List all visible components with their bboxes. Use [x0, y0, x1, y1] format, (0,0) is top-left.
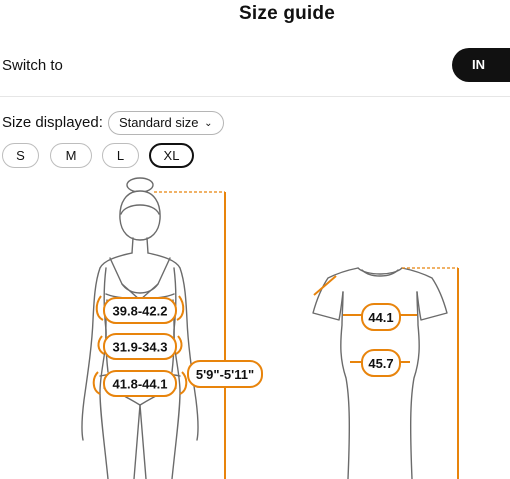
- bust-measurement-pill: 39.8-42.2: [103, 297, 177, 324]
- waist-value: 31.9-34.3: [113, 340, 168, 355]
- hip-value: 41.8-44.1: [113, 377, 168, 392]
- bust-line-right: [176, 295, 185, 321]
- bust-value: 39.8-42.2: [113, 304, 168, 319]
- chest-value: 44.1: [368, 310, 393, 325]
- size-chip-l[interactable]: L: [102, 143, 139, 168]
- chest-measurement-pill: 44.1: [361, 303, 401, 331]
- hip-line-left: [92, 371, 101, 395]
- size-chip-m[interactable]: M: [50, 143, 92, 168]
- bust-line-left: [95, 295, 104, 321]
- size-chip-xl[interactable]: XL: [149, 143, 194, 168]
- size-standard-value: Standard size: [119, 115, 199, 130]
- waist-line-right: [175, 335, 183, 355]
- sleeve-line: [313, 275, 337, 296]
- body-figure: [81, 177, 199, 479]
- unit-toggle-button[interactable]: IN: [452, 48, 510, 82]
- divider: [0, 96, 510, 97]
- height-measurement-pill: 5'9"-5'11": [187, 360, 263, 388]
- page-title: Size guide: [239, 3, 335, 24]
- hip-line-right: [179, 371, 188, 395]
- switch-unit-label: Switch to: [2, 57, 63, 74]
- dress-waist-measurement-pill: 45.7: [361, 349, 401, 377]
- height-indicator: [154, 191, 226, 479]
- body-measure-lines: [92, 295, 188, 395]
- height-value: 5'9"-5'11": [196, 367, 254, 382]
- waist-measurement-pill: 31.9-34.3: [103, 333, 177, 360]
- size-displayed-label: Size displayed:: [2, 114, 103, 131]
- dress-waist-value: 45.7: [368, 356, 393, 371]
- size-chip-s[interactable]: S: [2, 143, 39, 168]
- dress-figure: [312, 267, 448, 479]
- chevron-down-icon: ⌄: [204, 118, 213, 129]
- hip-measurement-pill: 41.8-44.1: [103, 370, 177, 397]
- size-standard-dropdown[interactable]: Standard size ⌄: [108, 111, 224, 135]
- waist-line-left: [97, 335, 105, 355]
